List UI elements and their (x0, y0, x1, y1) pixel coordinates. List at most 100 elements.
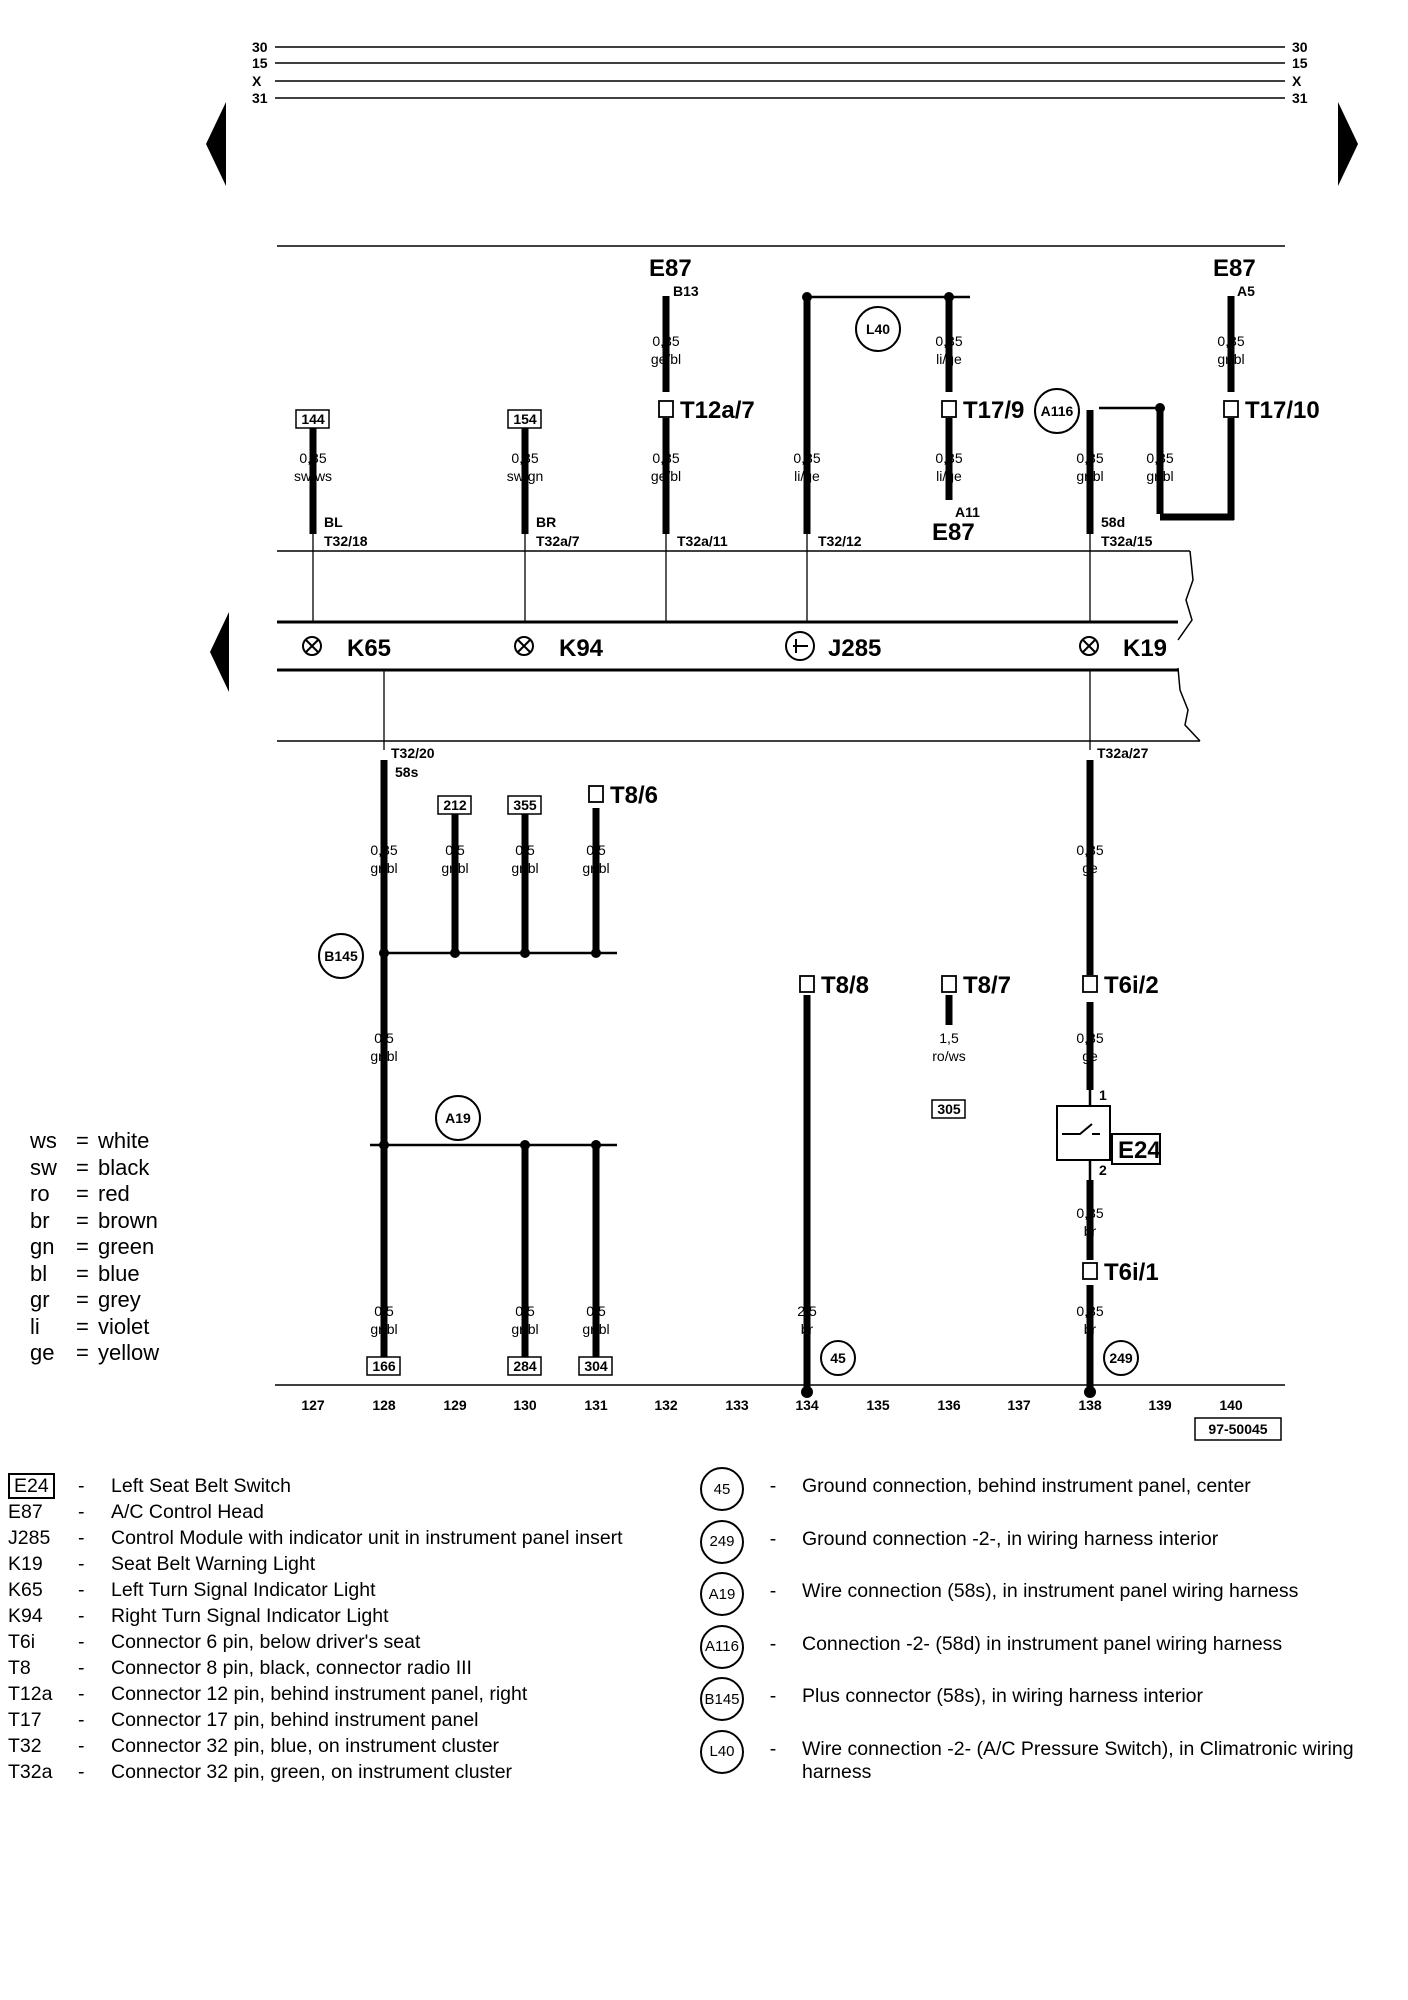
ground-45-label: 45 (830, 1350, 846, 1366)
connector-icon (1223, 400, 1239, 418)
wire-size: 0,35 (935, 333, 962, 349)
legend-dash: - (78, 1761, 85, 1783)
legend-row: E87-A/C Control Head (8, 1501, 688, 1524)
legend-code-boxed: E24 (8, 1473, 55, 1499)
j285-module-icon (785, 631, 815, 661)
ref-box-212[interactable] (437, 795, 472, 815)
color-abbr: sw (30, 1154, 57, 1180)
wire-color: gr/bl (511, 860, 538, 876)
pin-58s: 58s (395, 764, 419, 780)
component-legend: E24-Left Seat Belt Switch E87-A/C Contro… (8, 1473, 688, 1787)
color-key-row: sw=black (30, 1155, 200, 1182)
wire-color: br (1084, 1223, 1097, 1239)
column-number: 133 (725, 1397, 749, 1413)
legend-desc: Connector 32 pin, blue, on instrument cl… (111, 1735, 500, 1757)
wire-color: gr/bl (370, 1321, 397, 1337)
column-number: 129 (443, 1397, 467, 1413)
junction-wires (370, 295, 1160, 1180)
e24-pin-1: 1 (1099, 1087, 1107, 1103)
wire-size: 0,5 (374, 1303, 394, 1319)
l40-label: L40 (866, 321, 890, 337)
legend-desc: Left Turn Signal Indicator Light (111, 1579, 376, 1601)
wire-size: 0,35 (935, 450, 962, 466)
ref-box-304[interactable] (578, 1356, 613, 1376)
ref-box-154[interactable] (507, 409, 542, 429)
color-name: black (98, 1154, 150, 1180)
color-name: red (98, 1181, 130, 1206)
legend-dash: - (78, 1605, 85, 1627)
a19-circle (435, 1095, 481, 1141)
ref-box-355[interactable] (507, 795, 542, 815)
continue-left-arrow-icon[interactable] (210, 612, 229, 692)
connector-t12a-7: T12a/7 (680, 397, 755, 424)
wire-size: 0,5 (445, 842, 465, 858)
k19-lamp-icon (1079, 636, 1099, 656)
column-number: 130 (513, 1397, 537, 1413)
legend-desc: Plus connector (58s), in wiring harness … (802, 1685, 1204, 1707)
color-key-row: ge=yellow (30, 1340, 200, 1367)
legend-dash: - (769, 1580, 777, 1602)
ref-box-305[interactable] (931, 1099, 966, 1119)
wire-color: ge/bl (651, 468, 681, 484)
instrument-cluster-outline (277, 550, 1201, 742)
color-abbr: ro (30, 1181, 50, 1206)
ref-box-166[interactable] (366, 1356, 401, 1376)
color-key-row: ws=white (30, 1128, 200, 1155)
legend-code: T6i (8, 1631, 36, 1653)
connector-t8-6: T8/6 (610, 782, 658, 809)
legend-dash: - (78, 1709, 85, 1731)
wire-color: li/ge (936, 351, 962, 367)
legend-circle-code: A116 (700, 1624, 744, 1669)
legend-circle-code: A19 (700, 1572, 744, 1616)
next-page-arrow-icon[interactable] (1338, 102, 1358, 186)
legend-row: K94-Right Turn Signal Indicator Light (8, 1605, 688, 1628)
column-number: 127 (301, 1397, 325, 1413)
column-number: 132 (654, 1397, 678, 1413)
pin-t32a-7: T32a/7 (536, 533, 580, 549)
e24-label-box (1111, 1133, 1161, 1165)
color-key-row: br=brown (30, 1208, 200, 1235)
color-name: grey (98, 1287, 141, 1312)
e87-right-label: E87 (1213, 255, 1256, 282)
legend-row: K19-Seat Belt Warning Light (8, 1553, 688, 1576)
ref-355: 355 (513, 797, 537, 813)
legend-code: J285 (8, 1527, 51, 1549)
legend-dash: - (78, 1579, 85, 1601)
wire-size: 0,5 (586, 1303, 606, 1319)
j285-label: J285 (828, 635, 881, 662)
legend-code: K19 (8, 1553, 43, 1575)
legend-row: T12a-Connector 12 pin, behind instrument… (8, 1683, 688, 1706)
rail-label-x: X (252, 73, 262, 89)
legend-row: A116-Connection -2- (58d) in instrument … (700, 1624, 1400, 1683)
ref-box-144[interactable] (295, 409, 330, 429)
rail-label-15-right: 15 (1292, 55, 1308, 71)
wire-color: ro/ws (932, 1048, 965, 1064)
wire-color: gr/bl (511, 1321, 538, 1337)
wire-color: gr/bl (1076, 468, 1103, 484)
legend-desc: Wire connection (58s), in instrument pan… (802, 1580, 1299, 1602)
legend-circle-code: L40 (700, 1729, 744, 1774)
legend-row: J285-Control Module with indicator unit … (8, 1527, 688, 1550)
legend-desc: Right Turn Signal Indicator Light (111, 1605, 389, 1627)
k19-label: K19 (1123, 635, 1167, 662)
wire-size: 0,35 (299, 450, 326, 466)
wire-color: gr/bl (1217, 351, 1244, 367)
column-number: 128 (372, 1397, 396, 1413)
a116-label: A116 (1041, 403, 1074, 419)
rail-label-15: 15 (252, 55, 268, 71)
column-number: 139 (1148, 1397, 1172, 1413)
rail-label-30: 30 (252, 39, 268, 55)
legend-row: K65-Left Turn Signal Indicator Light (8, 1579, 688, 1602)
color-name: green (98, 1234, 155, 1259)
ref-144: 144 (301, 411, 325, 427)
wire-color-key: ws=white sw=black ro=red br=brown gn=gre… (30, 1128, 200, 1367)
prev-page-arrow-icon[interactable] (206, 102, 226, 186)
k94-lamp-icon (514, 636, 534, 656)
legend-desc: Connector 12 pin, behind instrument pane… (111, 1683, 528, 1705)
ref-box-284[interactable] (507, 1356, 542, 1376)
k94-label: K94 (559, 635, 604, 662)
column-number: 137 (1007, 1397, 1031, 1413)
wire-size: 0,35 (652, 333, 679, 349)
k65-label: K65 (347, 635, 391, 662)
wire-size: 2,5 (797, 1303, 817, 1319)
